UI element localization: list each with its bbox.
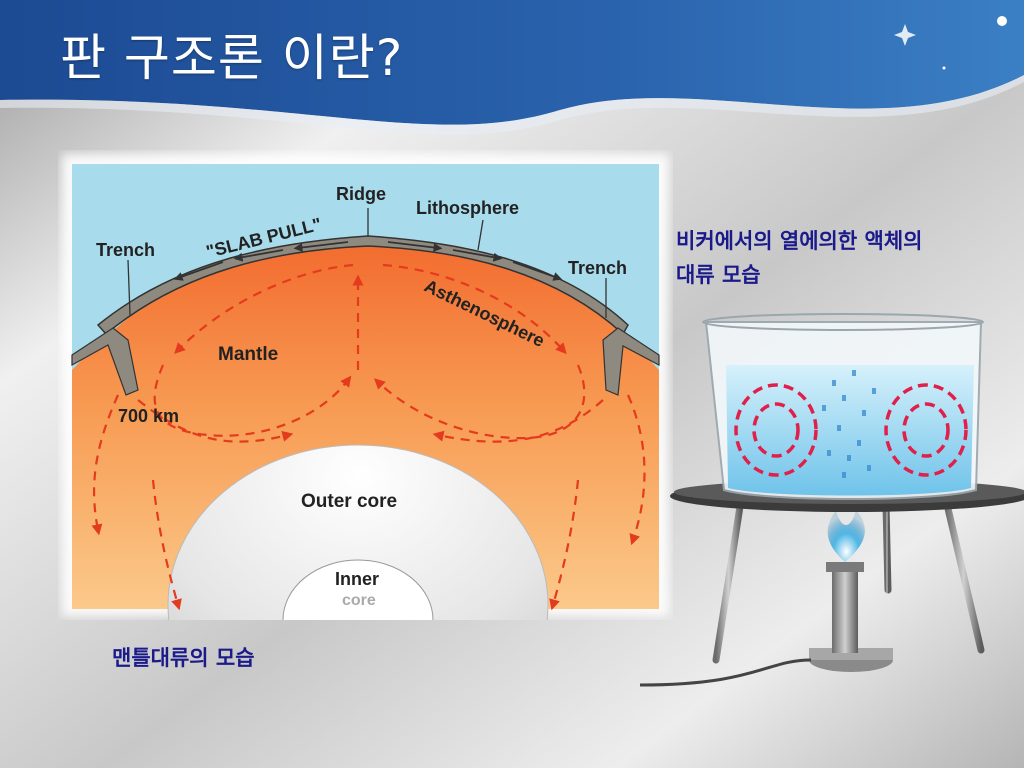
beaker-caption-line2: 대류 모습 — [676, 263, 761, 287]
label-outer-core: Outer core — [301, 491, 397, 512]
label-700km: 700 km — [118, 406, 179, 426]
slide-title: 판 구조론 이란? — [60, 29, 404, 87]
label-mantle: Mantle — [218, 344, 278, 365]
beaker-convection-illustration — [639, 313, 1024, 687]
mantle-convection-diagram: Ridge Lithosphere "SLAB PULL" Trench Tre… — [62, 154, 669, 620]
beaker-caption: 비커에서의 열에의한 액체의 대류 모습 — [676, 224, 1024, 292]
inner-core — [282, 559, 434, 620]
label-lithosphere: Lithosphere — [416, 198, 519, 218]
label-ridge: Ridge — [336, 184, 386, 204]
sparkle-icon — [894, 16, 1007, 70]
label-trench-right: Trench — [568, 258, 627, 278]
beaker-caption-line1: 비커에서의 열에의한 액체의 — [676, 229, 923, 253]
mantle-caption: 맨틀대류의 모습 — [112, 646, 255, 670]
label-trench-left: Trench — [96, 240, 155, 260]
outer-core — [167, 444, 549, 620]
label-inner-core: Inner — [335, 569, 379, 589]
label-inner-core-2: core — [342, 592, 376, 609]
tripod-stand — [712, 496, 985, 664]
bunsen-burner — [639, 562, 893, 687]
flame-icon — [827, 510, 865, 562]
